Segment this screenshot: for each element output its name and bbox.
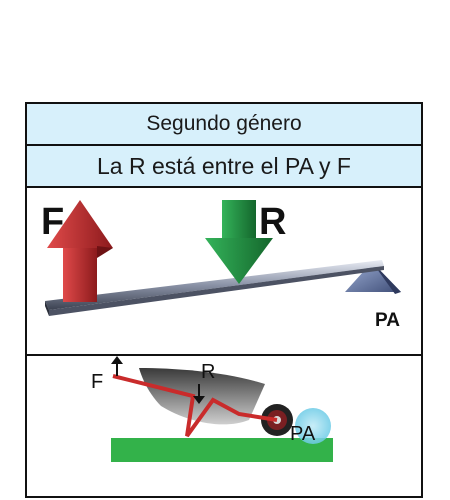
wheelbarrow-panel: F R PA bbox=[27, 356, 421, 496]
lever-class-card: Segundo género La R está entre el PA y F bbox=[25, 102, 423, 498]
lever-diagram-panel: F R PA bbox=[27, 188, 421, 356]
lever-resistance-label: R bbox=[259, 201, 286, 243]
lever-diagram: F R PA bbox=[41, 200, 401, 331]
wheel-resistance-label: R bbox=[201, 361, 215, 383]
wheel-force-label: F bbox=[91, 371, 103, 393]
lever-force-label: F bbox=[41, 201, 64, 243]
lever-fulcrum-label: PA bbox=[375, 310, 400, 331]
resistance-arrow-down-icon bbox=[205, 200, 273, 284]
wheel-resistance-arrow-icon bbox=[193, 384, 205, 404]
card-title: Segundo género bbox=[27, 104, 421, 146]
card-subtitle: La R está entre el PA y F bbox=[27, 146, 421, 188]
force-arrow-up-icon bbox=[47, 200, 113, 302]
ground bbox=[111, 438, 333, 462]
wheel-force-arrow-icon bbox=[111, 356, 123, 376]
wheelbarrow-diagram: F R PA bbox=[91, 356, 333, 462]
lever-bar bbox=[45, 260, 384, 316]
wheel-fulcrum-label: PA bbox=[290, 423, 316, 445]
